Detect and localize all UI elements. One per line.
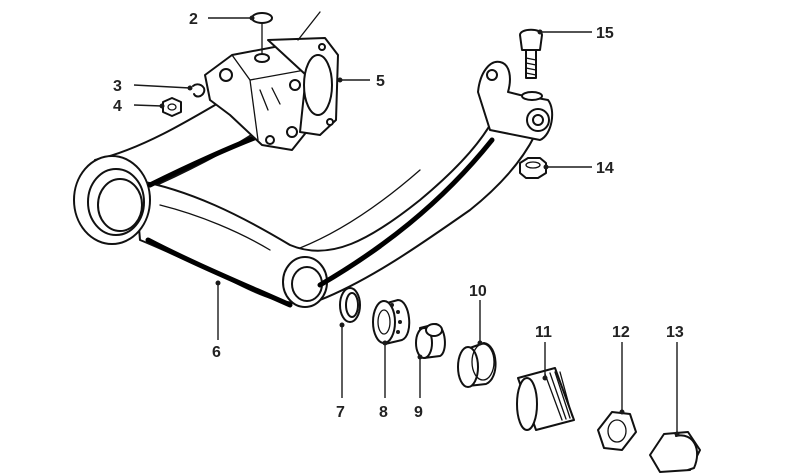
swing-arm: [73, 60, 554, 308]
callout-7: 7: [336, 404, 345, 421]
callout-4: 4: [113, 98, 122, 115]
callout-2: 2: [189, 11, 198, 28]
nut-14: [519, 157, 547, 179]
callout-11: 11: [535, 324, 552, 341]
callout-12: 12: [612, 324, 630, 341]
mount-block: [204, 44, 309, 151]
callout-13: 13: [666, 324, 684, 341]
nut-4: [162, 97, 182, 117]
clip-3: [192, 83, 206, 98]
threaded-pin-11: [516, 367, 575, 431]
callout-5: 5: [376, 73, 385, 90]
washer-2: [251, 12, 273, 63]
bolt-15: [519, 28, 543, 79]
callout-14: 14: [596, 160, 614, 177]
circlip-7: [339, 287, 361, 323]
callout-6: 6: [212, 344, 221, 361]
leader-lines: [133, 15, 680, 437]
sleeve-9: [415, 323, 446, 359]
callout-10: 10: [469, 283, 487, 300]
callout-3: 3: [113, 78, 122, 95]
callout-8: 8: [379, 404, 388, 421]
washer-15: [521, 91, 543, 101]
cap-nut-13: [649, 431, 701, 473]
callout-labels: 2 3 4 5 6 7 8 9 10 11 12 13 14 15: [113, 11, 684, 421]
gasket: [267, 11, 339, 136]
nut-12: [597, 411, 637, 451]
bushing-10: [457, 342, 497, 388]
callout-15: 15: [596, 25, 614, 42]
callout-9: 9: [414, 404, 423, 421]
bearing-8: [372, 299, 411, 345]
